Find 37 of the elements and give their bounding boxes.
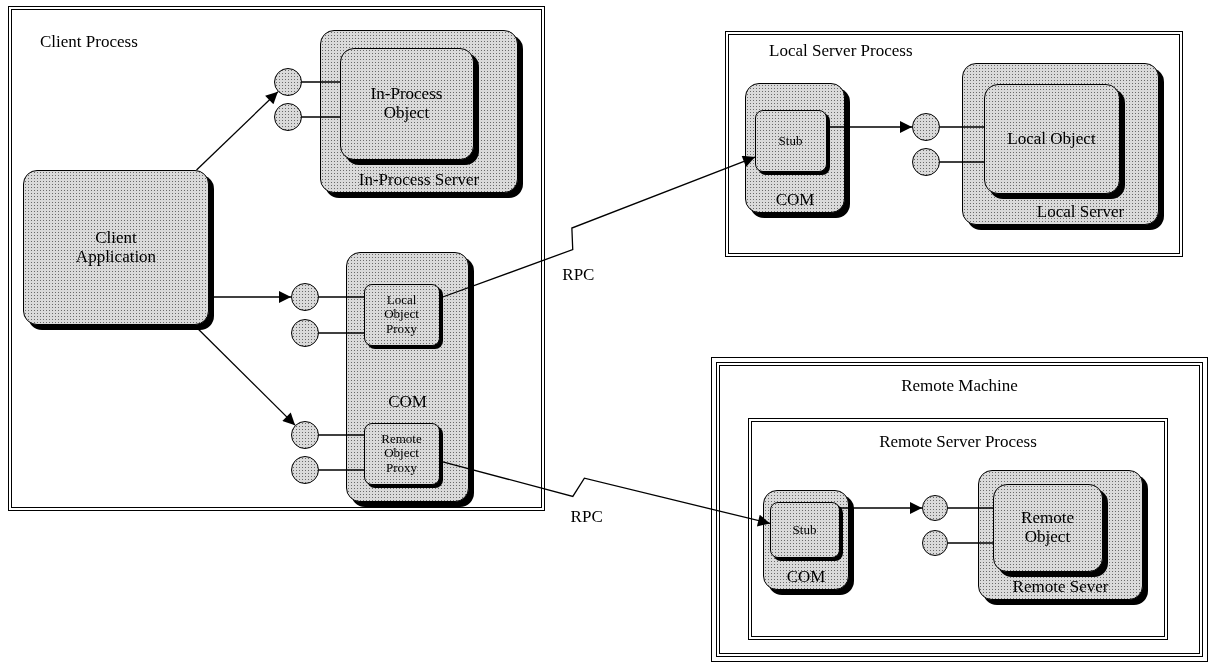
node-label: COM (774, 190, 816, 210)
node-label: Stub (777, 133, 804, 148)
node-label: In-Process Server (357, 170, 481, 190)
interface-circle (291, 421, 319, 449)
interface-circle (912, 113, 940, 141)
arrow (195, 91, 279, 171)
interface-circle (912, 148, 940, 176)
interface-circle (291, 456, 319, 484)
node-label: Client Application (74, 227, 158, 268)
stub-box (769, 501, 840, 558)
proxy-box (363, 283, 440, 346)
proxy-box (363, 422, 440, 485)
node-label: Remote Object (1020, 507, 1075, 548)
stub-box (754, 109, 827, 172)
node-label: Remote Sever (1011, 577, 1110, 597)
arrow (839, 502, 923, 514)
node-label: Local Server (1035, 202, 1126, 222)
node-label: COM (387, 391, 428, 412)
node-label: Stub (791, 522, 818, 537)
node-label: Remote Object Proxy (380, 431, 423, 476)
process-frame (8, 6, 545, 511)
interface-circle (274, 103, 302, 131)
process-frame (725, 31, 1183, 257)
node-label: In-Process Object (369, 83, 444, 124)
node-label: COM (785, 567, 827, 587)
node-label: Remote Machine (900, 376, 1019, 396)
interface-circle (922, 495, 948, 521)
node-label: Local Server Process (769, 41, 913, 61)
node-label: Client Process (40, 32, 138, 52)
node-label: Local Object (1006, 128, 1097, 149)
interface-circle (291, 283, 319, 311)
interface-circle (922, 530, 948, 556)
process-frame (748, 418, 1168, 640)
node-label: Remote Server Process (878, 432, 1038, 452)
node-label: Local Object Proxy (383, 292, 420, 337)
interface-circle (274, 68, 302, 96)
interface-circle (291, 319, 319, 347)
